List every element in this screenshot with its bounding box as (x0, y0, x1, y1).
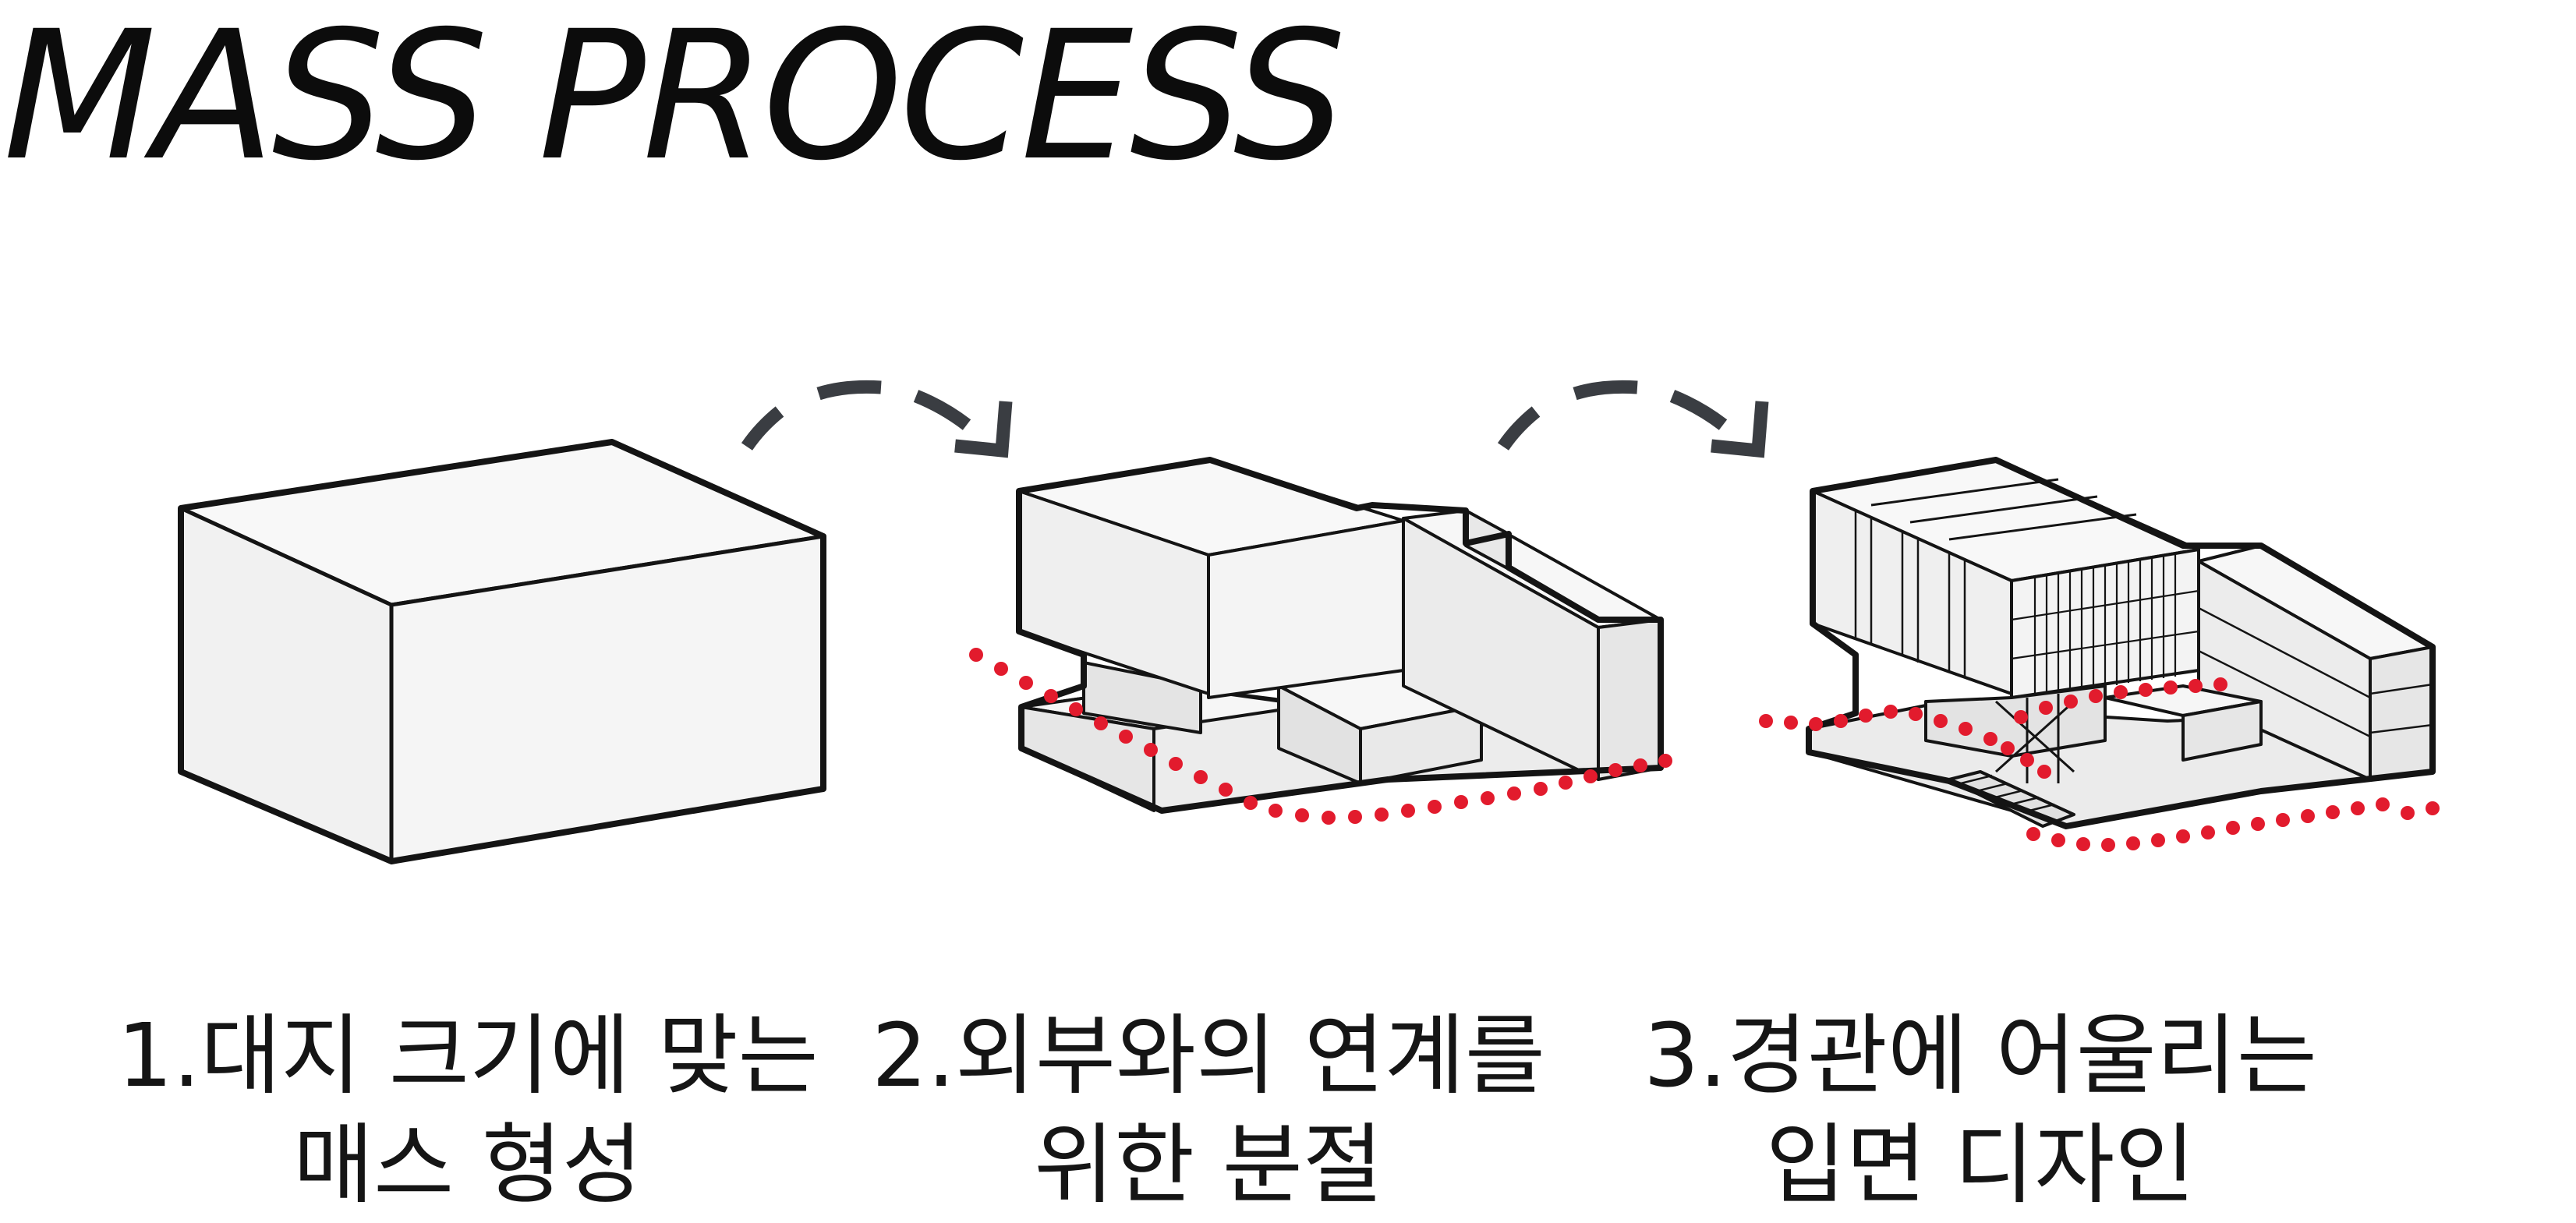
step-1-caption-line-2: 매스 형성 (293, 1115, 642, 1216)
step-3-caption: 3.경관에 어울리는 입면 디자인 (1591, 1002, 2370, 1220)
step-1-mass-box (178, 439, 826, 864)
step-1-caption-line-1: 1.대지 크기에 맞는 (117, 1006, 819, 1107)
step-1-caption: 1.대지 크기에 맞는 매스 형성 (78, 1002, 858, 1220)
step-3-caption-line-2: 입면 디자인 (1765, 1115, 2196, 1216)
step-3-facade-design (1806, 457, 2436, 829)
step-2-caption: 2.외부와의 연계를 위한 분절 (819, 1002, 1598, 1220)
step-3-caption-line-1: 3.경관에 어울리는 (1644, 1006, 2317, 1107)
step-3-site-boundary-dots (1759, 677, 2440, 852)
step-2-site-boundary-dots (969, 648, 1672, 825)
step-2-articulated-mass (1016, 457, 1664, 814)
dashed-curved-arrow-icon (1497, 380, 1769, 458)
dashed-curved-arrow-icon (741, 380, 1013, 458)
box-silhouette (178, 439, 826, 864)
step-2-caption-line-2: 위한 분절 (1034, 1115, 1383, 1216)
page-title: MASS PROCESS (3, 0, 1346, 200)
step-2-caption-line-1: 2.외부와의 연계를 (872, 1006, 1545, 1107)
